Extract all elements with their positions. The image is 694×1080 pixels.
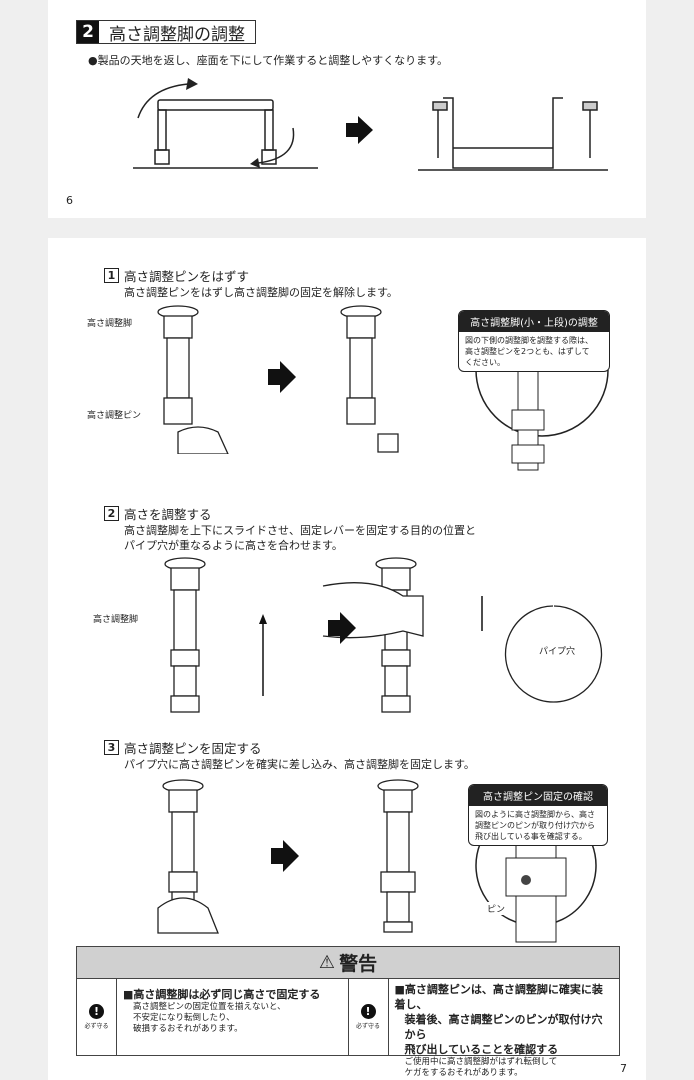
section-note: ●製品の天地を返し、座面を下にして作業すると調整しやすくなります。 — [88, 54, 449, 67]
callout-text: 調整ピンのピンが取り付け穴から — [475, 821, 595, 830]
remove-pin-illustration — [157, 305, 399, 454]
callout-text: 図のように高さ調整脚から、高さ — [475, 810, 595, 819]
warning-triangle-icon: ⚠ — [318, 952, 336, 973]
warning-item-2: ■高さ調整ピンは、高さ調整脚に確実に装着し、 装着後、高さ調整ピンのピンが取付け… — [389, 979, 620, 1078]
step-2: 2 高さを調整する 高さ調整脚を上下にスライドさせ、固定レバーを固定する目的の位置… — [104, 504, 476, 553]
slide-adjust-illustration — [164, 557, 603, 713]
callout-upper-leg: 高さ調整脚(小・上段)の調整 図の下側の調整脚を調整する際は、高さ調整ピンを2つ… — [458, 310, 610, 372]
callout-title: 高さ調整ピン固定の確認 — [469, 785, 607, 806]
callout-text: 図の下側の調整脚を調整する際は、 — [465, 336, 593, 345]
fix-pin-illustration — [157, 779, 419, 934]
arrow-icon — [271, 840, 299, 872]
must-follow-icon: !必ず守る — [349, 979, 389, 1055]
page-number: 7 — [620, 1062, 627, 1075]
page-7: 1 高さ調整ピンをはずす 高さ調整ピンをはずし高さ調整脚の固定を解除します。 高さ… — [48, 238, 646, 1080]
step-description-line: パイプ穴が重なるように高さを合わせます。 — [124, 539, 343, 552]
warning-text: ご使用中に高さ調整脚がはずれ転倒して — [404, 1057, 558, 1067]
icon-label: 必ず守る — [84, 1023, 109, 1030]
label-pin: 高さ調整ピン — [86, 408, 143, 421]
page-number: 6 — [66, 194, 73, 207]
warning-header: ⚠警告 — [77, 947, 619, 979]
arrow-icon — [346, 116, 373, 144]
step-number: 1 — [104, 268, 119, 283]
step-description: 高さ調整ピンをはずし高さ調整脚の固定を解除します。 — [124, 286, 398, 299]
step-title: 高さを調整する — [124, 507, 212, 522]
step-3: 3 高さ調整ピンを固定する パイプ穴に高さ調整ピンを確実に差し込み、高さ調整脚を固… — [104, 738, 475, 772]
page-6: 2 高さ調整脚の調整 ●製品の天地を返し、座面を下にして作業すると調整しやすくな… — [48, 0, 646, 218]
must-follow-icon: !必ず守る — [77, 979, 117, 1055]
callout-text: 高さ調整ピンを2つとも、はずして — [465, 347, 590, 356]
flip-stool-illustration — [133, 78, 608, 171]
warning-text: 破損するおそれがあります。 — [133, 1024, 243, 1034]
section-heading: 2 高さ調整脚の調整 — [76, 20, 256, 45]
label-leg: 高さ調整脚 — [86, 316, 134, 329]
label-pin: ピン — [486, 902, 507, 915]
label-leg: 高さ調整脚 — [92, 612, 140, 625]
warning-text: ケガをするおそれがあります。 — [404, 1068, 523, 1078]
warning-title: 警告 — [339, 953, 378, 975]
arrow-icon — [328, 612, 356, 644]
step-description-line: 高さ調整脚を上下にスライドさせ、固定レバーを固定する目的の位置と — [124, 524, 476, 537]
warning-heading: ■高さ調整脚は必ず同じ高さで固定する — [123, 988, 321, 1001]
step-number: 2 — [104, 506, 119, 521]
warning-text: 不安定になり転倒したり、 — [133, 1013, 235, 1023]
detail-circle-1 — [475, 370, 609, 471]
label-pipe-hole: パイプ穴 — [538, 644, 577, 657]
section-number: 2 — [77, 21, 99, 43]
icon-label: 必ず守る — [355, 1023, 380, 1030]
warning-heading: 飛び出していることを確認する — [404, 1043, 559, 1056]
warning-box: ⚠警告 !必ず守る ■高さ調整脚は必ず同じ高さで固定する 高さ調整ピンの固定位置… — [76, 946, 620, 1078]
warning-heading: 装着後、高さ調整ピンのピンが取付け穴から — [404, 1013, 603, 1041]
callout-text: 飛び出している事を確認する。 — [475, 832, 587, 841]
step-number: 3 — [104, 740, 119, 755]
arrow-icon — [268, 361, 296, 393]
step-title: 高さ調整ピンをはずす — [124, 269, 250, 284]
warning-text: 高さ調整ピンの固定位置を揃えないと、 — [133, 1002, 286, 1012]
callout-title: 高さ調整脚(小・上段)の調整 — [459, 311, 609, 332]
step-description: 高さ調整脚を上下にスライドさせ、固定レバーを固定する目的の位置とパイプ穴が重なる… — [104, 523, 476, 553]
step-title: 高さ調整ピンを固定する — [124, 741, 262, 756]
section-title: 高さ調整脚の調整 — [109, 24, 245, 45]
step-description: パイプ穴に高さ調整ピンを確実に差し込み、高さ調整脚を固定します。 — [124, 758, 475, 771]
callout-pin-check: 高さ調整ピン固定の確認 図のように高さ調整脚から、高さ調整ピンのピンが取り付け穴… — [468, 784, 608, 846]
warning-heading: ■高さ調整ピンは、高さ調整脚に確実に装着し、 — [394, 983, 603, 1011]
callout-text: ください。 — [465, 358, 505, 367]
warning-item-1: ■高さ調整脚は必ず同じ高さで固定する 高さ調整ピンの固定位置を揃えないと、 不安… — [117, 979, 349, 1055]
step-1: 1 高さ調整ピンをはずす 高さ調整ピンをはずし高さ調整脚の固定を解除します。 — [104, 266, 398, 300]
detail-circle-3 — [475, 844, 597, 943]
